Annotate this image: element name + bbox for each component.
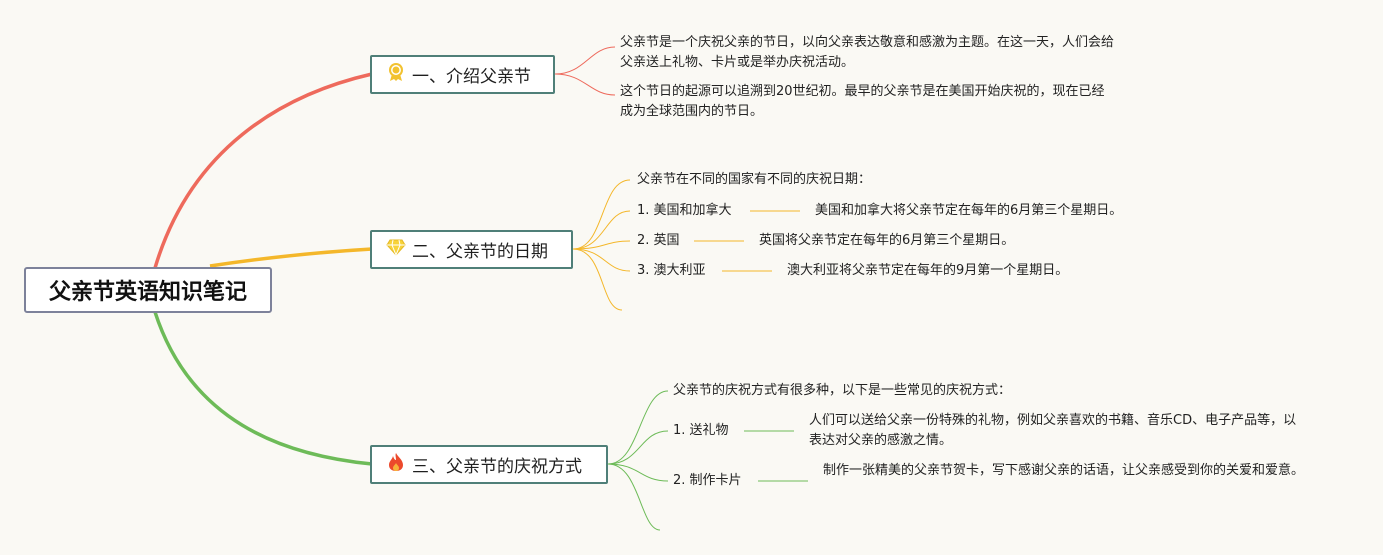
branch-2-connector — [209, 247, 373, 268]
branch-1-topic[interactable]: 一、介绍父亲节 — [370, 55, 555, 94]
branch-3-intro: 父亲节的庆祝方式有很多种，以下是一些常见的庆祝方式： — [673, 383, 1012, 398]
fire-icon — [386, 452, 406, 477]
branch-3-item-1-label: 1. 送礼物 — [673, 423, 729, 438]
branch-1-connector — [153, 72, 373, 269]
branch-1-paragraph-2: 这个节日的起源可以追溯到20世纪初。最早的父亲节是在美国开始庆祝的，现在已经成为… — [620, 84, 1105, 119]
branch-2-sublines — [572, 179, 800, 311]
branch-3-item-1-detail: 人们可以送给父亲一份特殊的礼物，例如父亲喜欢的书籍、音乐CD、电子产品等，以表达… — [809, 413, 1297, 448]
root-title: 父亲节英语知识笔记 — [48, 280, 247, 305]
branch-2-label: 二、父亲节的日期 — [412, 242, 548, 262]
branch-3-label: 三、父亲节的庆祝方式 — [412, 457, 582, 477]
branch-3-sublines — [607, 390, 808, 531]
branch-2-topic[interactable]: 二、父亲节的日期 — [370, 230, 573, 269]
branch-1-sublines — [554, 46, 616, 96]
branch-2-item-2-label: 2. 英国 — [637, 233, 680, 248]
branch-2-item-3-detail: 澳大利亚将父亲节定在每年的9月第一个星期日。 — [787, 263, 1069, 278]
branch-3-connector — [153, 311, 373, 466]
root-topic[interactable]: 父亲节英语知识笔记 — [24, 267, 272, 313]
branch-2-item-2-detail: 英国将父亲节定在每年的6月第三个星期日。 — [759, 233, 1015, 248]
branch-3-topic[interactable]: 三、父亲节的庆祝方式 — [370, 445, 608, 484]
branch-3-item-2-label: 2. 制作卡片 — [673, 473, 742, 488]
branch-2-item-1-label: 1. 美国和加拿大 — [637, 203, 732, 218]
diamond-icon — [386, 238, 406, 261]
branch-1-paragraph-1: 父亲节是一个庆祝父亲的节日，以向父亲表达敬意和感激为主题。在这一天，人们会给父亲… — [620, 35, 1115, 70]
award-ribbon-icon — [386, 62, 406, 87]
branch-2-item-1-detail: 美国和加拿大将父亲节定在每年的6月第三个星期日。 — [815, 203, 1123, 218]
branch-3-item-2-detail: 制作一张精美的父亲节贺卡，写下感谢父亲的话语，让父亲感受到你的关爱和爱意。 — [823, 463, 1305, 478]
branch-1-label: 一、介绍父亲节 — [412, 67, 531, 87]
branch-2-item-3-label: 3. 澳大利亚 — [637, 263, 706, 278]
branch-2-intro: 父亲节在不同的国家有不同的庆祝日期： — [637, 172, 872, 187]
